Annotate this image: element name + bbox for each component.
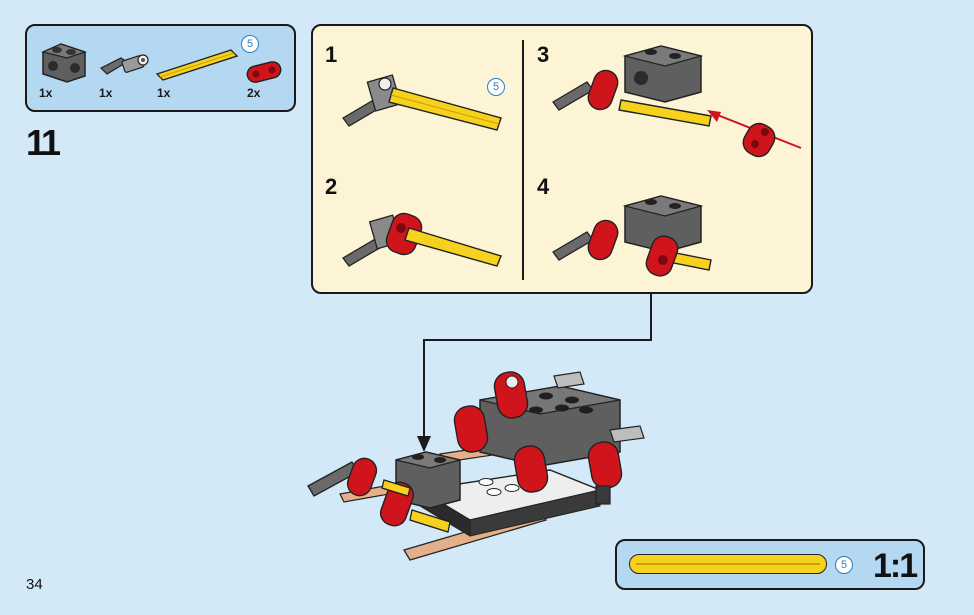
substep-number: 4 [537, 174, 550, 199]
substep-number: 3 [537, 42, 550, 67]
axle-length-badge: 5 [487, 78, 505, 96]
axle-length-badge: 5 [835, 556, 853, 574]
part-quantity: 2x [247, 86, 261, 100]
red-liftarm-icon [742, 122, 776, 158]
part-quantity: 1x [157, 86, 171, 100]
part-quantity: 1x [99, 86, 113, 100]
step-number: 11 [26, 122, 61, 163]
substep-3-assembly-illustration [552, 45, 712, 127]
substep-2-assembly-illustration [342, 212, 502, 267]
substep-number: 2 [325, 174, 338, 199]
substeps-panel: 1 5 2 3 4 [311, 24, 813, 294]
scale-label: 1:1 [873, 547, 918, 585]
substep-divider [522, 40, 524, 280]
gray-axle-connector-block-icon [41, 43, 87, 83]
parts-list-panel: 1x 1x 5 1x 2x [25, 24, 296, 112]
main-model-illustration [307, 371, 645, 561]
page-number: 34 [26, 576, 43, 593]
substep-1-assembly-illustration [342, 74, 502, 131]
substep-4-assembly-illustration [552, 195, 712, 277]
axle-length-badge: 5 [241, 35, 259, 53]
scale-guide-panel: 5 1:1 [615, 539, 925, 590]
yellow-axle-icon [155, 49, 239, 81]
yellow-axle-scale-icon [629, 554, 827, 574]
substep-number: 1 [325, 42, 338, 67]
gray-hinge-connector-icon [99, 54, 149, 75]
red-liftarm-icon [246, 61, 282, 83]
part-quantity: 1x [39, 86, 53, 100]
